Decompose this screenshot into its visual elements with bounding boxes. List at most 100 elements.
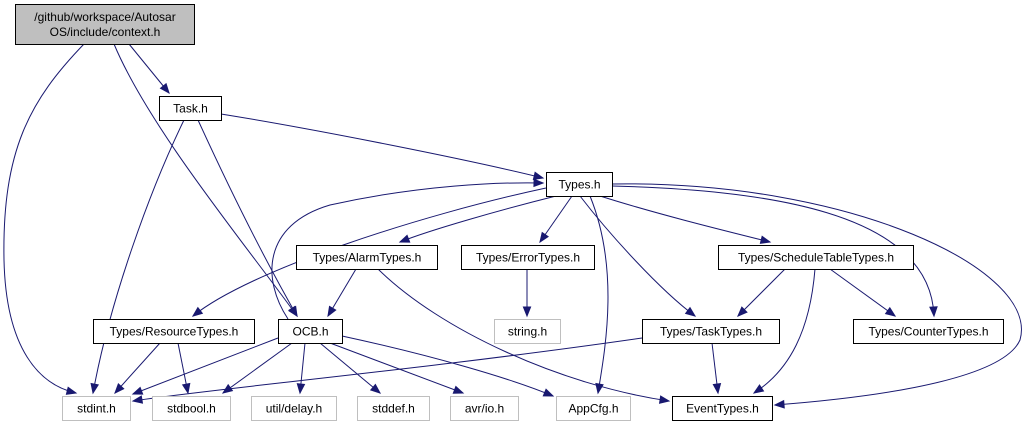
node-label: Types/CounterTypes.h xyxy=(868,325,988,339)
node-box xyxy=(853,319,1004,344)
node-string[interactable]: string.h xyxy=(494,319,561,344)
arrow-head-icon xyxy=(712,383,722,395)
edge-sched-to-tasktypes xyxy=(737,268,786,317)
edge-line xyxy=(319,342,381,394)
arrow-head-icon xyxy=(191,306,204,317)
node-avrio[interactable]: avr/io.h xyxy=(450,396,519,421)
node-label: AppCfg.h xyxy=(568,402,618,416)
edge-tasktypes-to-event xyxy=(711,342,722,395)
edge-line xyxy=(132,337,279,395)
node-label: stddef.h xyxy=(372,402,415,416)
edge-line xyxy=(92,119,185,394)
edge-line xyxy=(197,119,298,317)
node-label: Types/ScheduleTableTypes.h xyxy=(738,251,894,265)
node-label: Task.h xyxy=(173,102,208,116)
node-stddef[interactable]: stddef.h xyxy=(357,396,430,421)
node-label: avr/io.h xyxy=(465,402,504,416)
edge-line xyxy=(737,268,786,317)
arrow-head-icon xyxy=(369,383,382,394)
node-stdint[interactable]: stdint.h xyxy=(62,396,131,421)
node-types[interactable]: Types.h xyxy=(546,172,613,197)
edge-context-to-ocb xyxy=(113,43,298,318)
node-error[interactable]: Types/ErrorTypes.h xyxy=(461,245,595,270)
arrow-head-icon xyxy=(522,306,532,318)
node-resource[interactable]: Types/ResourceTypes.h xyxy=(93,319,255,344)
node-box xyxy=(494,319,561,344)
edge-types-to-counter xyxy=(611,185,938,318)
edge-line xyxy=(377,268,670,402)
edge-resource-to-stdint xyxy=(114,342,161,395)
node-context[interactable]: /github/workspace/AutosarOS/include/cont… xyxy=(15,4,195,45)
arrow-head-icon xyxy=(542,388,555,397)
nodes-layer: /github/workspace/AutosarOS/include/cont… xyxy=(15,4,1004,421)
edge-task-to-stdint xyxy=(90,119,185,395)
node-label: Types/AlarmTypes.h xyxy=(313,251,422,265)
node-label: OCB.h xyxy=(292,325,328,339)
edge-types-to-event xyxy=(611,183,1022,409)
node-delay[interactable]: util/delay.h xyxy=(251,396,337,421)
edge-line xyxy=(399,195,557,243)
node-stdbool[interactable]: stdbool.h xyxy=(152,396,231,421)
edge-ocb-to-delay xyxy=(296,342,306,395)
edge-sched-to-event xyxy=(752,268,816,394)
edge-types-to-sched xyxy=(599,195,772,244)
arrow-head-icon xyxy=(452,385,465,394)
arrow-head-icon xyxy=(159,82,170,95)
edge-ocb-to-types xyxy=(271,178,545,320)
node-label: stdbool.h xyxy=(167,402,216,416)
node-counter[interactable]: Types/CounterTypes.h xyxy=(853,319,1004,344)
edge-line xyxy=(220,113,544,179)
edge-error-to-string xyxy=(522,269,532,318)
node-box xyxy=(556,396,631,421)
edge-alarm-to-event xyxy=(377,268,671,404)
arrow-head-icon xyxy=(181,382,191,395)
edge-ocb-to-stddef xyxy=(319,342,382,394)
arrow-head-icon xyxy=(288,305,298,318)
node-appcfg[interactable]: AppCfg.h xyxy=(556,396,631,421)
node-tasktypes[interactable]: Types/TaskTypes.h xyxy=(642,319,780,344)
node-task[interactable]: Task.h xyxy=(159,96,222,121)
node-label: Types/ResourceTypes.h xyxy=(110,325,239,339)
edge-line xyxy=(3,43,85,394)
edge-types-to-resource xyxy=(191,187,547,317)
edge-line xyxy=(113,43,298,317)
node-box xyxy=(546,172,613,197)
edge-sched-to-counter xyxy=(829,268,897,317)
node-box xyxy=(159,96,222,121)
edge-line xyxy=(271,182,544,320)
edge-line xyxy=(589,195,609,394)
arrow-head-icon xyxy=(929,306,938,318)
node-label: Types/TaskTypes.h xyxy=(660,325,762,339)
arrow-head-icon xyxy=(539,231,549,244)
arrow-head-icon xyxy=(114,383,125,395)
node-box xyxy=(251,396,337,421)
edge-line xyxy=(132,337,643,402)
arrow-head-icon xyxy=(532,171,545,180)
node-event[interactable]: EventTypes.h xyxy=(672,396,773,421)
node-box xyxy=(718,245,914,270)
node-sched[interactable]: Types/ScheduleTableTypes.h xyxy=(718,245,914,270)
node-label: Types/ErrorTypes.h xyxy=(476,251,580,265)
edge-task-to-ocb xyxy=(197,119,298,318)
node-ocb[interactable]: OCB.h xyxy=(278,319,343,344)
node-label: OS/include/context.h xyxy=(50,25,161,39)
edge-line xyxy=(611,185,935,317)
node-box xyxy=(278,319,343,344)
arrow-head-icon xyxy=(595,382,604,395)
arrow-head-icon xyxy=(752,384,765,394)
arrow-head-icon xyxy=(90,382,100,395)
edge-line xyxy=(579,195,696,317)
arrow-head-icon xyxy=(65,386,78,395)
arrow-head-icon xyxy=(327,305,337,318)
arrow-head-icon xyxy=(773,399,785,409)
node-alarm[interactable]: Types/AlarmTypes.h xyxy=(296,245,438,270)
arrow-head-icon xyxy=(131,386,144,395)
edge-ocb-to-stdint xyxy=(131,337,279,395)
edge-context-to-task xyxy=(128,43,170,95)
node-box xyxy=(152,396,231,421)
node-box xyxy=(450,396,519,421)
edge-line xyxy=(341,335,554,397)
node-label: string.h xyxy=(508,325,547,339)
node-box xyxy=(296,245,438,270)
node-box xyxy=(62,396,131,421)
